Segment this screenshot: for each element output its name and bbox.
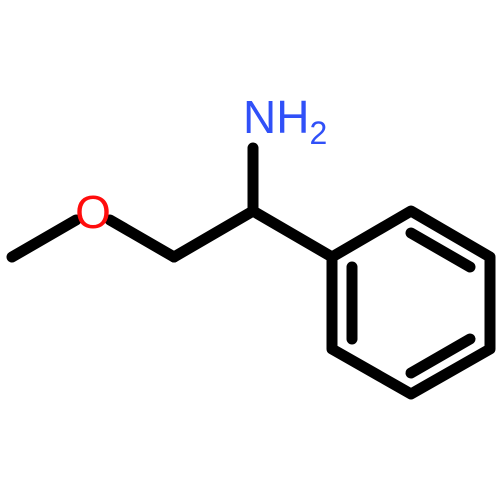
amine-subscript: 2 (309, 115, 327, 151)
amine-atom-label: NH2 (243, 91, 327, 151)
bond-methylene-chiral-carbon (168, 205, 259, 263)
phenyl-ring (326, 205, 496, 400)
oxygen-atom-label: O (75, 186, 111, 238)
amine-symbol: NH (243, 91, 309, 143)
bond-oxygen-methylene (104, 214, 180, 263)
phenyl-double-bond-1 (405, 227, 476, 273)
bond-chiral-carbon-phenyl (247, 205, 338, 263)
bond-methyl-oxygen (6, 214, 82, 263)
phenyl-double-bond-2 (405, 333, 476, 379)
